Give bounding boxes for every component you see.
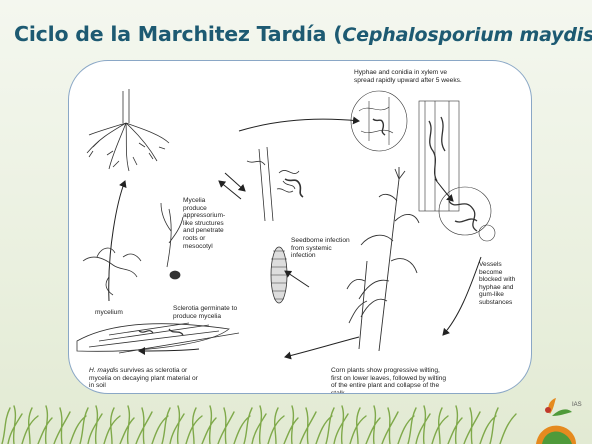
label-mycelia-produce: Mycelia produce appressorium- like struc…: [183, 197, 243, 250]
disease-cycle-diagram: Hyphae and conidia in xylem ve spread ra…: [68, 60, 532, 394]
grass-border: [0, 400, 530, 444]
label-survives: H. maydis survives as sclerotia or mycel…: [89, 367, 249, 390]
diagram-illustrations: [69, 61, 531, 393]
ias-logo-text: IAS: [572, 402, 582, 408]
mycelium-strands: [83, 203, 183, 295]
label-seedborne-infection: Seedborne infection from systemic infect…: [291, 237, 371, 260]
root-with-fungus: [247, 147, 303, 221]
label-survives-genus: H. maydis: [89, 367, 118, 374]
infected-root-system: [87, 89, 169, 171]
label-mycelium: mycelium: [95, 309, 155, 317]
title-main: Ciclo de la Marchitez Tardía (: [14, 22, 342, 46]
corn-ear: [271, 247, 287, 303]
title-scientific-name: Cephalosporium maydis: [342, 24, 592, 46]
plant-debris: [77, 323, 239, 353]
slide-title: Ciclo de la Marchitez Tardía (Cephalospo…: [14, 22, 584, 46]
label-sclerotia-germinate: Sclerotia germinate to produce mycelia: [173, 305, 283, 320]
xylem-section-top: [351, 91, 459, 211]
label-vessels-blocked: Vessels become blocked with hyphae and g…: [479, 261, 529, 307]
ias-logo: [536, 396, 576, 444]
label-corn-wilting: Corn plants show progressive wilting, fi…: [331, 367, 501, 394]
label-hyphae-xylem: Hyphae and conidia in xylem ve spread ra…: [354, 69, 530, 84]
